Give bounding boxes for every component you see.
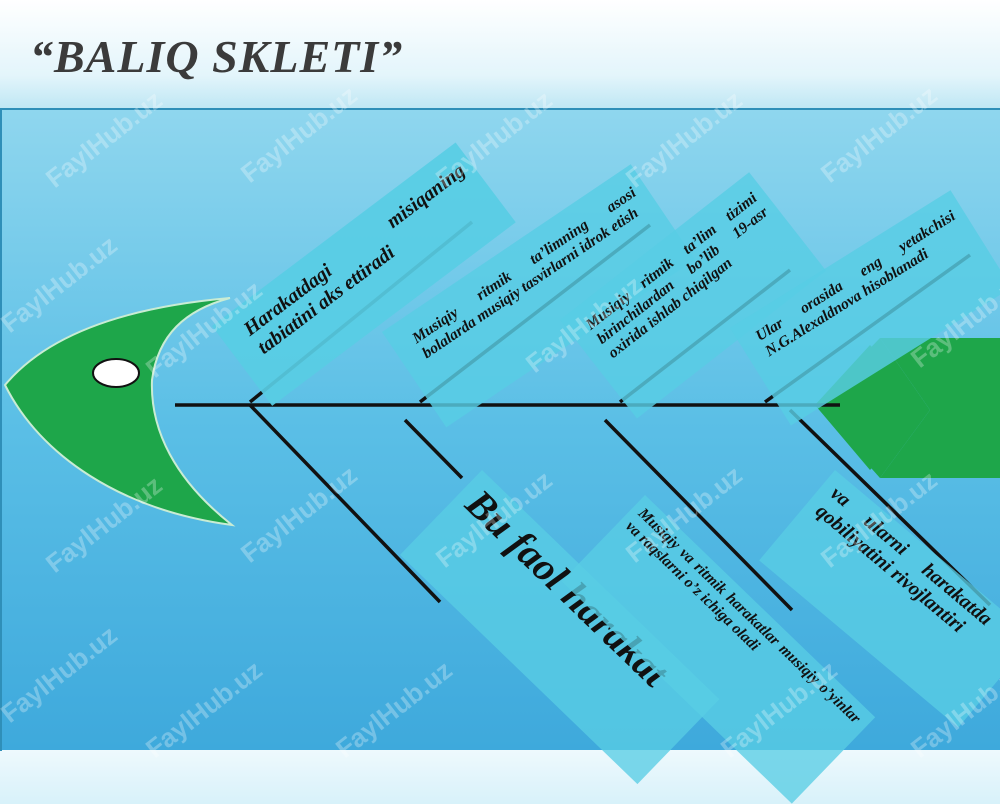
fish-tail-fill [815,338,930,478]
slide-title: “BALIQ SKLETI” [30,31,404,82]
lower-bone-1 [248,403,442,604]
fish-eye [92,358,140,388]
content-frame [0,108,1000,751]
header-band [0,0,1000,108]
fish-head [3,297,236,527]
lower-bone-3 [603,418,794,612]
lower-bone-2 [403,418,464,480]
